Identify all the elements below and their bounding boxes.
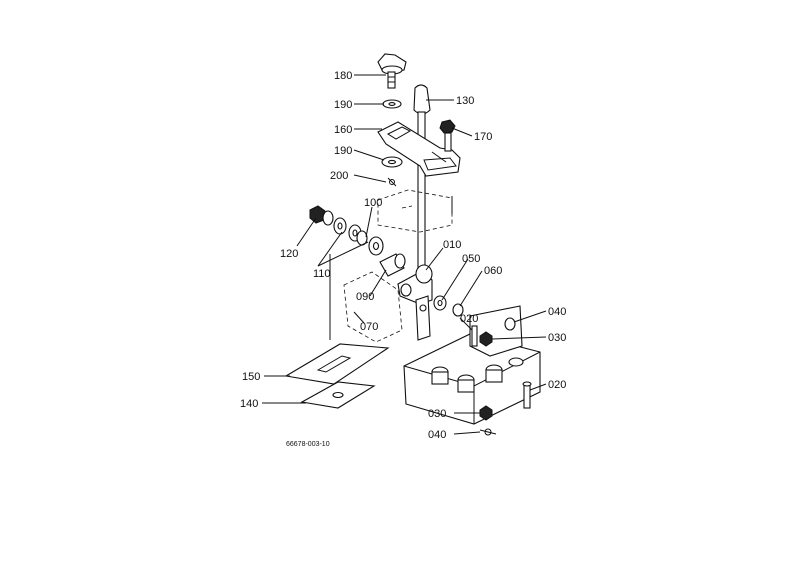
part-090-bushing <box>379 253 406 277</box>
part-070-outline <box>343 271 403 343</box>
label-170: 170 <box>474 131 492 143</box>
label-030-upper: 030 <box>548 332 566 344</box>
label-200: 200 <box>330 170 348 182</box>
part-190-washer-top <box>382 99 402 109</box>
label-110: 110 <box>313 268 331 280</box>
part-110-100-washers <box>333 217 384 256</box>
part-050-060 <box>433 295 464 317</box>
label-130: 130 <box>456 95 474 107</box>
part-020-bolt-right <box>522 381 532 409</box>
housing-outline <box>377 189 453 233</box>
label-100: 100 <box>364 197 382 209</box>
label-030-lower: 030 <box>428 408 446 420</box>
label-010: 010 <box>443 239 461 251</box>
label-150: 150 <box>242 371 260 383</box>
part-140-base-plate <box>300 381 376 409</box>
label-040-lower: 040 <box>428 429 446 441</box>
part-020-bolt-upper <box>471 325 478 347</box>
part-150-plate <box>284 343 390 385</box>
label-160: 160 <box>334 124 352 136</box>
part-040-pin-lower <box>479 428 497 436</box>
label-020-right: 020 <box>548 379 566 391</box>
label-070: 070 <box>360 321 378 333</box>
label-050: 050 <box>462 253 480 265</box>
leader-lines <box>262 74 547 435</box>
label-190-lower: 190 <box>334 145 352 157</box>
part-180-knob <box>377 53 407 89</box>
part-030-nut-upper <box>479 331 493 347</box>
label-020-upper: 020 <box>460 313 478 325</box>
part-130-lever <box>413 84 431 271</box>
label-060: 060 <box>484 265 502 277</box>
part-010-pivot-bracket <box>397 264 433 341</box>
label-180: 180 <box>334 70 352 82</box>
part-190-washer-lower <box>381 156 403 168</box>
part-170-bolt <box>439 119 456 152</box>
label-120: 120 <box>280 248 298 260</box>
label-140: 140 <box>240 398 258 410</box>
part-030-nut-lower <box>479 405 493 421</box>
part-200-pin <box>387 177 397 187</box>
drawing-code: 66678-003-10 <box>286 441 330 448</box>
part-120-nut <box>309 205 334 226</box>
label-040-upper: 040 <box>548 306 566 318</box>
part-160-guide-plate <box>377 121 461 177</box>
label-090: 090 <box>356 291 374 303</box>
label-190-top: 190 <box>334 99 352 111</box>
